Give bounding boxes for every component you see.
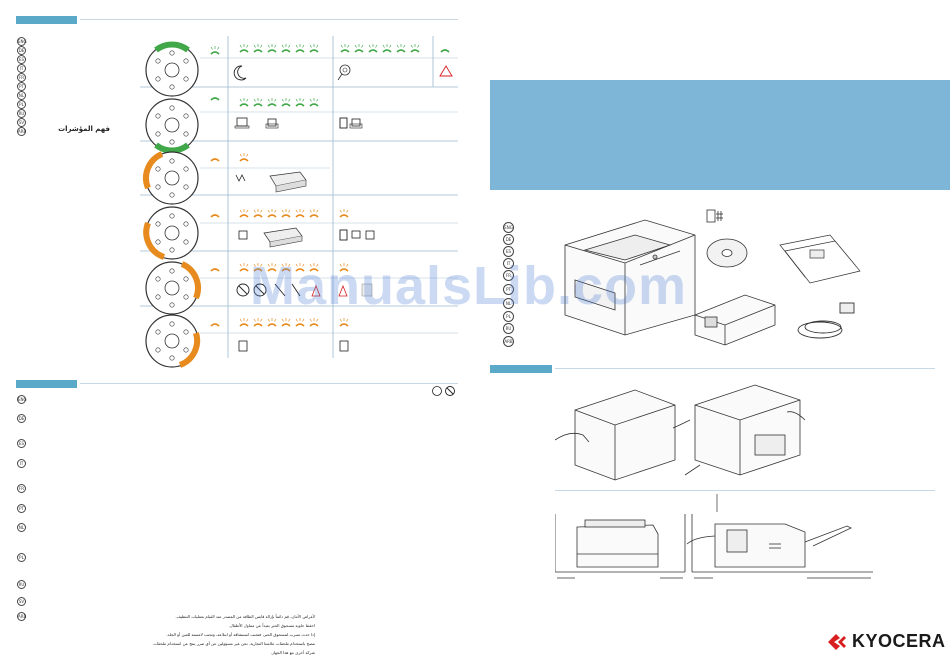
- cd-icon: [706, 238, 748, 268]
- lang-badge: FR: [17, 73, 26, 82]
- section-header-bar-right: [490, 365, 552, 373]
- lang-badge: PT: [17, 504, 26, 513]
- lang-badge: PL: [503, 311, 514, 322]
- document-icon: [706, 209, 723, 223]
- clearance-rule: [555, 490, 935, 491]
- lang-badge: DE: [503, 234, 514, 245]
- brand-name: KYOCERA: [852, 631, 946, 651]
- lang-badge: PL: [17, 100, 26, 109]
- printer-icon: [564, 219, 696, 336]
- indicator-table: [140, 36, 458, 368]
- lang-badge: SV: [17, 118, 26, 127]
- lang-badge: IT: [503, 258, 514, 269]
- section-header-bar-lower: [16, 380, 77, 388]
- top-rule: [80, 19, 458, 20]
- lang-badge: ARB: [17, 612, 27, 621]
- lang-badge: ES: [503, 246, 514, 257]
- kyocera-logo-icon: [828, 633, 846, 650]
- caution-icons: [432, 386, 455, 396]
- lifting-printer-illustration: [555, 384, 806, 481]
- indicator-heading-ar: فهم المؤشرات: [58, 125, 110, 133]
- arabic-line: لأغراض الأمان، قم دائماً بإزالة قابس الط…: [175, 614, 315, 619]
- lang-badge: FR: [17, 484, 26, 493]
- lang-badge: ES: [17, 55, 26, 64]
- lower-rule: [80, 383, 458, 384]
- lang-badge: ES: [17, 439, 26, 448]
- right-rule: [555, 368, 935, 369]
- power-cord-icon: [797, 302, 855, 339]
- lang-badge: PT: [17, 82, 26, 91]
- clearance-diagram: [555, 494, 873, 579]
- watermark: ManualsLib.com: [250, 256, 688, 316]
- lang-badge: RU: [17, 109, 26, 118]
- arabic-line: ننصح باستخدام ملحقات علامتنا التجارية. ن…: [153, 641, 315, 655]
- lang-badge: RU: [17, 580, 26, 589]
- lang-badge: NL: [17, 523, 26, 532]
- lang-badge: PT: [503, 284, 514, 295]
- lang-badge: FR: [503, 270, 514, 281]
- arabic-line: إذا حدث تسرب لمسحوق الحبر، فتجنب استنشاق…: [166, 632, 315, 637]
- lang-badge: ARB: [17, 127, 27, 136]
- brand-logo: KYOCERA: [826, 631, 946, 652]
- lang-badge: ARB: [503, 336, 514, 347]
- lang-badge: ENG: [17, 395, 27, 404]
- lang-badge: IT: [17, 459, 26, 468]
- cover-blue-panel: [490, 80, 950, 190]
- lang-badge: SV: [17, 597, 26, 606]
- package-contents-illustration: [564, 209, 861, 346]
- lang-badge: IT: [17, 64, 26, 73]
- lang-badge: RU: [503, 323, 514, 334]
- lang-badge: ENG: [503, 222, 514, 233]
- toner-icon: [694, 294, 776, 346]
- section-header-bar-top: [16, 16, 77, 24]
- lang-badge: NL: [503, 298, 514, 309]
- arabic-line: احفظ حاوية مسحوق الحبر بعيداً عن متناول …: [228, 623, 315, 628]
- lang-badge: NL: [17, 91, 26, 100]
- lang-badge: DE: [17, 414, 26, 423]
- arabic-safety-text: لأغراض الأمان، قم دائماً بإزالة قابس الط…: [150, 612, 315, 657]
- manuals-icon: [779, 234, 861, 284]
- lang-badge: DE: [17, 46, 26, 55]
- lang-badge: ENG: [17, 37, 27, 46]
- lang-badge: PL: [17, 553, 26, 562]
